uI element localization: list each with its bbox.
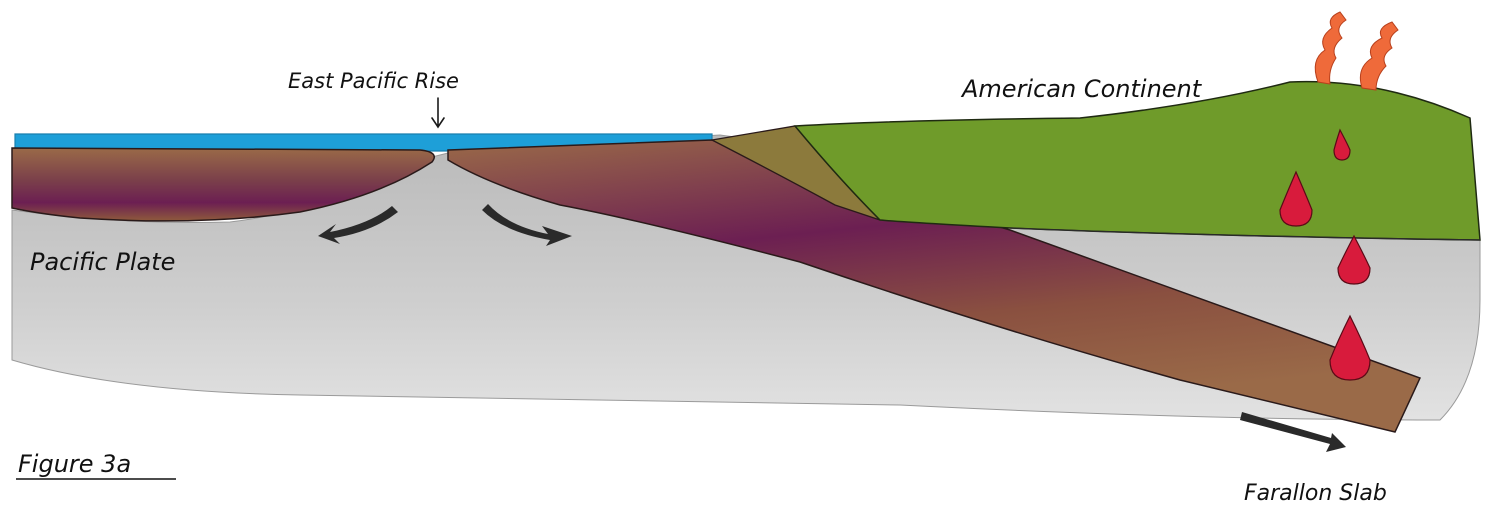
figure-caption: Figure 3a: [18, 450, 131, 478]
american-continent-label: American Continent: [960, 75, 1203, 103]
rise-pointer-arrow: [432, 98, 444, 127]
volcano-plume-right: [1360, 22, 1398, 90]
farallon-slab-label: Farallon Slab: [1244, 481, 1387, 506]
american-continent-land: [795, 82, 1480, 240]
pacific-plate-label: Pacific Plate: [30, 248, 175, 276]
east-pacific-rise-label: East Pacific Rise: [288, 69, 459, 93]
volcano-plume-left: [1315, 12, 1346, 84]
